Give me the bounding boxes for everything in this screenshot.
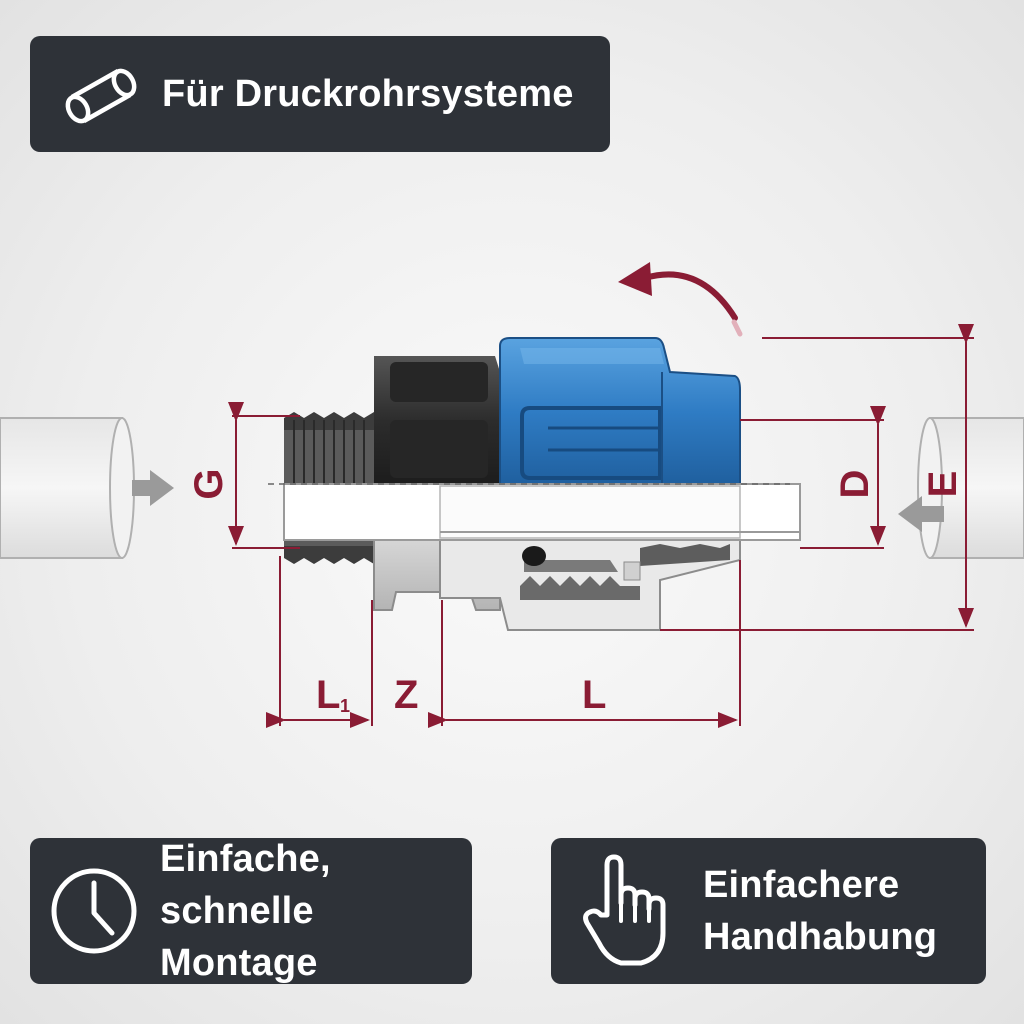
feature-handling-line1: Einfachere [703, 864, 900, 906]
dim-label-z: Z [394, 673, 418, 717]
feature-assembly-line2: Montage [160, 942, 318, 984]
dimension-lines [228, 324, 974, 728]
dim-label-l: L [582, 673, 606, 717]
right-pipe [917, 417, 1024, 559]
right-insert-arrow [898, 496, 944, 532]
rotation-arrow [618, 262, 743, 337]
left-pipe [0, 417, 135, 559]
grey-body-section [373, 539, 741, 631]
dim-label-l1: L [316, 673, 340, 717]
header-banner: Für Druckrohrsysteme [30, 36, 610, 152]
hand-pointer-icon [583, 854, 666, 966]
dim-label-d: D [833, 470, 877, 499]
left-insert-arrow [132, 470, 174, 506]
dim-label-l1-subscript: 1 [340, 696, 350, 716]
feature-panel-handling: Einfachere Handhabung [551, 838, 986, 984]
blue-cap [499, 337, 741, 487]
pipe-icon [65, 68, 137, 124]
dim-label-e: E [921, 471, 965, 498]
header-title: Für Druckrohrsysteme [162, 73, 574, 115]
dim-label-g: G [187, 468, 231, 499]
pipe-bore [268, 483, 801, 541]
feature-panel-assembly: Einfache, schnelle Montage [30, 838, 472, 984]
black-nut [374, 356, 500, 486]
clock-icon [51, 868, 137, 954]
feature-assembly-line1: Einfache, schnelle [160, 838, 331, 932]
feature-handling-line2: Handhabung [703, 916, 938, 958]
